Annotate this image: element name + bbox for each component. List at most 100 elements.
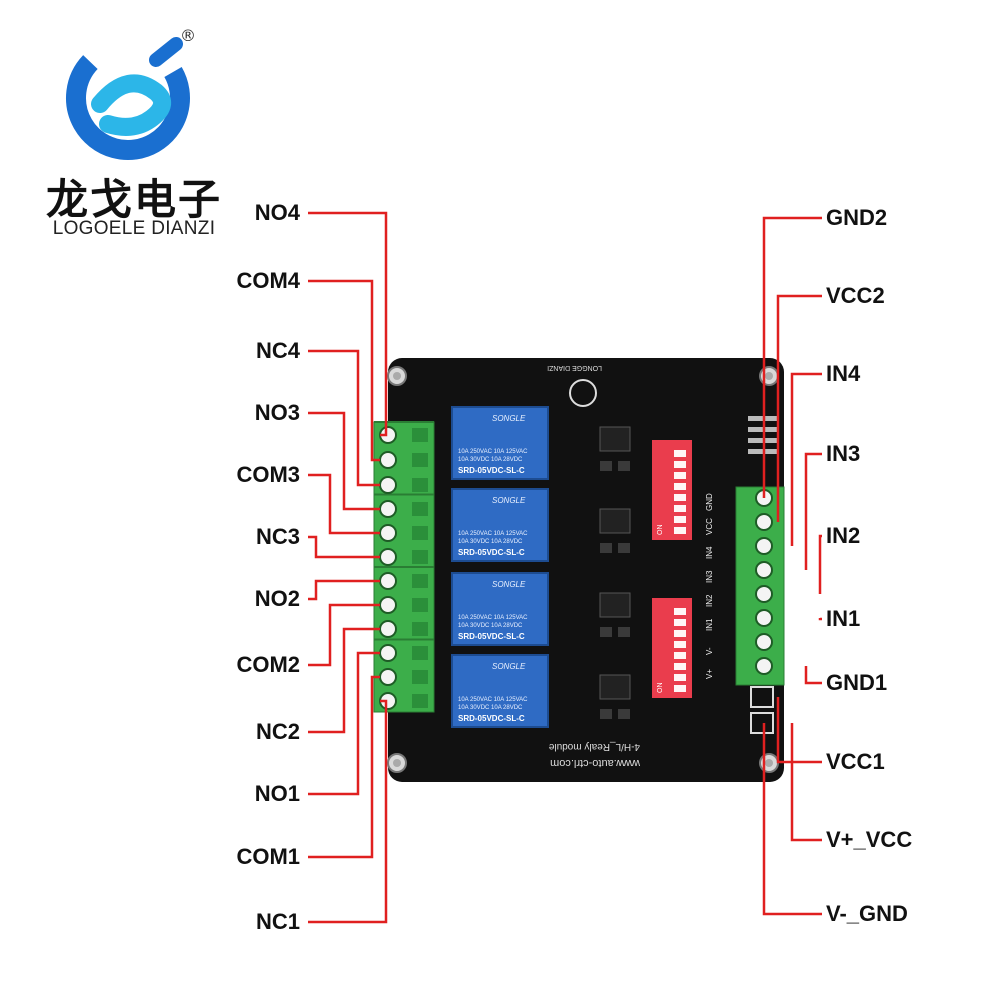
- pcb-board: www.auto-ctrl.com 4-H/L_Realy module LONGG…: [373, 358, 785, 782]
- dip-toggle: [674, 516, 686, 523]
- leader-line-right: [762, 216, 822, 498]
- dip-toggle: [674, 494, 686, 501]
- silk-url: www.auto-ctrl.com: [550, 757, 641, 769]
- dip-toggle: [674, 652, 686, 659]
- relay-rating-1: 10A 250VAC 10A 125VAC: [458, 531, 528, 537]
- pcb-pin-label: VCC: [705, 518, 714, 535]
- terminal-screw-right: [755, 657, 773, 675]
- label-nc3: NC3: [255, 524, 300, 549]
- label-gnd1: GND1: [826, 670, 888, 695]
- terminal-slot: [412, 622, 428, 636]
- mount-hole-center: [765, 759, 773, 767]
- optocoupler: [599, 592, 631, 618]
- mount-hole-center: [393, 372, 401, 380]
- dip-toggle: [674, 685, 686, 692]
- silk-brand: LONGGE DIANZI: [547, 364, 602, 371]
- label-com1: COM1: [236, 844, 300, 869]
- leader-line-right: [790, 372, 822, 546]
- terminal-slot: [412, 478, 428, 492]
- label-nc1: NC1: [255, 909, 300, 934]
- terminal-screw-left: [379, 668, 397, 686]
- label-com2: COM2: [236, 652, 300, 677]
- terminal-screw-left: [379, 524, 397, 542]
- mount-hole-center: [765, 372, 773, 380]
- leader-line-left: [308, 411, 380, 511]
- dip-toggle: [674, 619, 686, 626]
- terminal-screw-right: [755, 561, 773, 579]
- terminal-slot: [412, 574, 428, 588]
- label-vcc1: VCC1: [826, 749, 885, 774]
- terminal-screw-left: [379, 476, 397, 494]
- label-com4: COM4: [236, 268, 300, 293]
- dip-toggle: [674, 461, 686, 468]
- leader-line-right: [776, 294, 822, 522]
- terminal-slot: [412, 598, 428, 612]
- relay-rating-2: 10A 30VDC 10A 28VDC: [458, 705, 523, 711]
- relay-body: [451, 406, 549, 480]
- dip-toggle: [674, 608, 686, 615]
- pcb-pin-label: IN1: [705, 618, 714, 631]
- leader-line-left: [308, 675, 380, 859]
- label-in2: IN2: [826, 523, 861, 548]
- terminal-screw-right: [755, 585, 773, 603]
- silk-model: 4-H/L_Realy module: [548, 741, 640, 752]
- pcb-pin-label: V-: [705, 647, 714, 655]
- leader-line-left: [308, 349, 380, 487]
- relay-rating-2: 10A 30VDC 10A 28VDC: [458, 457, 523, 463]
- relay-brand: SONGLE: [492, 496, 526, 505]
- relay-rating-1: 10A 250VAC 10A 125VAC: [458, 697, 528, 703]
- pcb-body: [388, 358, 784, 782]
- registered-mark: ®: [180, 26, 196, 45]
- leader-line-right: [818, 617, 822, 621]
- leader-line-left: [308, 535, 380, 559]
- terminal-screw-right: [755, 537, 773, 555]
- terminal-slot: [412, 453, 428, 467]
- terminal-screw-left: [379, 620, 397, 638]
- label-nc4: NC4: [255, 338, 300, 363]
- label-nc2: NC2: [255, 719, 300, 744]
- jumper-header: [750, 712, 774, 734]
- terminal-screw-left: [379, 500, 397, 518]
- dip-toggle: [674, 641, 686, 648]
- pcb-pin-label: IN3: [705, 570, 714, 583]
- dip-switch: ON: [652, 598, 692, 698]
- terminal-screw-left: [379, 644, 397, 662]
- terminal-block-left: [373, 421, 435, 713]
- leader-line-left: [308, 473, 380, 535]
- label-v-plus-vcc: V+_VCC: [826, 827, 913, 852]
- label-no3: NO3: [254, 400, 300, 425]
- relay-body: [451, 572, 549, 646]
- smd-part: [618, 543, 630, 553]
- jumper-header: [750, 686, 774, 708]
- terminal-slot: [412, 526, 428, 540]
- relay-brand: SONGLE: [492, 580, 526, 589]
- dip-toggle: [674, 630, 686, 637]
- dip-toggle: [674, 483, 686, 490]
- leader-line-left: [308, 579, 380, 601]
- terminal-screw-left: [379, 548, 397, 566]
- smd-part: [618, 461, 630, 471]
- leader-line-right: [804, 452, 822, 570]
- terminal-screw-right: [755, 513, 773, 531]
- relay-body: [451, 654, 549, 728]
- mount-hole-center: [393, 759, 401, 767]
- smd-part: [618, 709, 630, 719]
- logo-tick: [149, 37, 183, 67]
- relay-brand: SONGLE: [492, 662, 526, 671]
- relay-model: SRD-05VDC-SL-C: [458, 632, 525, 641]
- smd-part: [600, 709, 612, 719]
- label-gnd2: GND2: [826, 205, 888, 230]
- relay-rating-1: 10A 250VAC 10A 125VAC: [458, 615, 528, 621]
- smd-part: [600, 627, 612, 637]
- leader-lines: [308, 211, 822, 924]
- smd-part: [600, 461, 612, 471]
- dip-toggle: [674, 472, 686, 479]
- terminal-screw-right: [755, 609, 773, 627]
- leader-line-right: [804, 666, 822, 685]
- relay-brand: SONGLE: [492, 414, 526, 423]
- dip-on-label: ON: [657, 683, 664, 694]
- terminal-screw-left: [379, 596, 397, 614]
- label-v-minus-gnd: V-_GND: [826, 901, 908, 926]
